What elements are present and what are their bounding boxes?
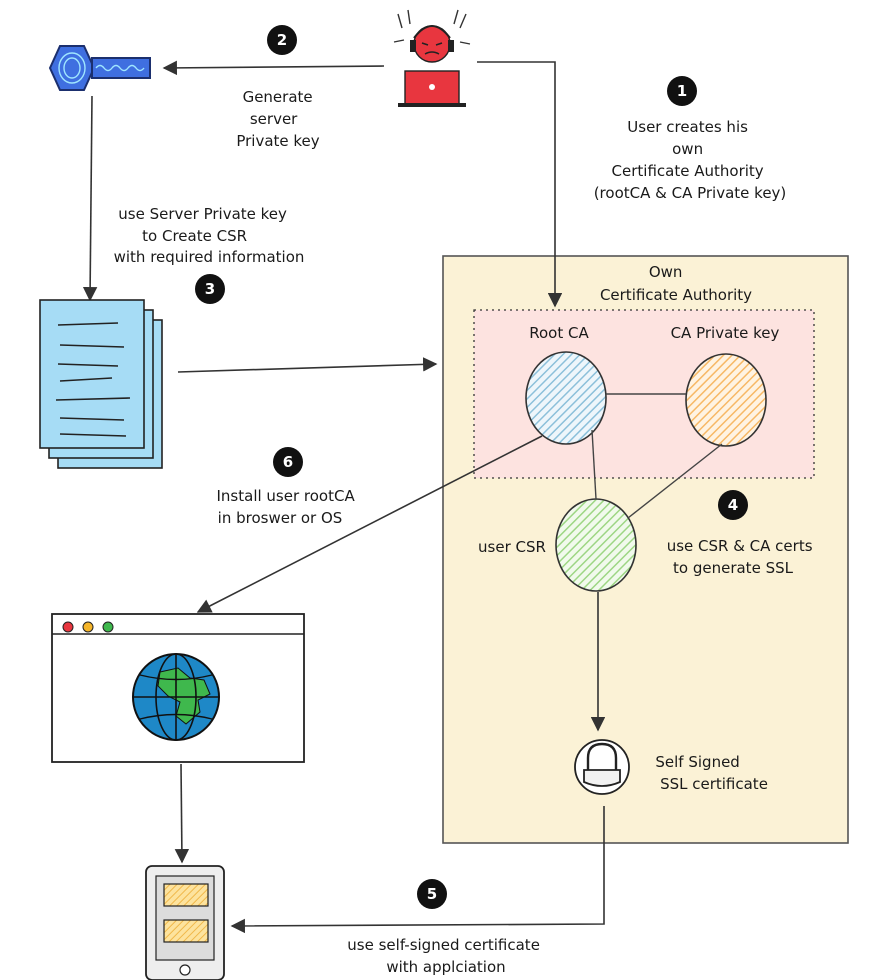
csr-doc-to-ca-arrow <box>177 357 438 373</box>
step-4-badge: 4 <box>718 490 748 520</box>
user-to-root-ca-arrow <box>477 61 563 308</box>
root-ca-to-browser-arrow <box>196 435 543 613</box>
root-ca-label: Root CA <box>529 324 589 342</box>
ssl-to-application-arrow <box>230 806 605 934</box>
svg-text:4: 4 <box>728 496 738 514</box>
step-3-badge: 3 <box>195 274 225 304</box>
step-3-text: use Server Private key to Create CSR wit… <box>114 205 305 266</box>
step-5-text: use self-signed certificate with applcia… <box>347 936 544 976</box>
browser-window-icon <box>51 613 305 763</box>
key-to-csr-link <box>627 443 723 519</box>
step-6-text: Install user rootCA in broswer or OS <box>217 487 360 527</box>
csr-document-icon <box>39 299 163 469</box>
ca-private-key-node <box>685 353 767 447</box>
ssl-cert-label: Self Signed SSL certificate <box>655 753 768 793</box>
browser-to-phone-arrow <box>174 763 190 864</box>
user-to-key-arrow <box>162 60 385 76</box>
root-to-csr-link <box>591 429 597 500</box>
step-1-badge: 1 <box>667 76 697 106</box>
step-2-badge: 2 <box>267 25 297 55</box>
user-laptop-icon <box>393 9 471 107</box>
ca-private-key-label: CA Private key <box>671 324 780 342</box>
svg-text:2: 2 <box>277 31 287 49</box>
step-1-text: User creates his own Certificate Authori… <box>594 118 787 202</box>
step-5-badge: 5 <box>417 879 447 909</box>
user-csr-label: user CSR <box>478 538 546 556</box>
ssl-lock-icon <box>574 739 630 795</box>
root-ca-node <box>525 351 607 445</box>
key-to-csr-doc-arrow <box>82 95 98 302</box>
svg-text:6: 6 <box>283 453 293 471</box>
step-2-text: Generate server Private key <box>236 88 319 150</box>
ca-container-title: Own Certificate Authority <box>600 263 752 304</box>
user-csr-node <box>555 498 637 592</box>
step-4-text: use CSR & CA certs to generate SSL <box>667 537 818 577</box>
application-phone-icon <box>145 865 225 980</box>
svg-text:3: 3 <box>205 280 215 298</box>
server-private-key-icon <box>48 45 151 91</box>
svg-text:1: 1 <box>677 82 687 100</box>
step-6-badge: 6 <box>273 447 303 477</box>
svg-text:5: 5 <box>427 885 437 903</box>
